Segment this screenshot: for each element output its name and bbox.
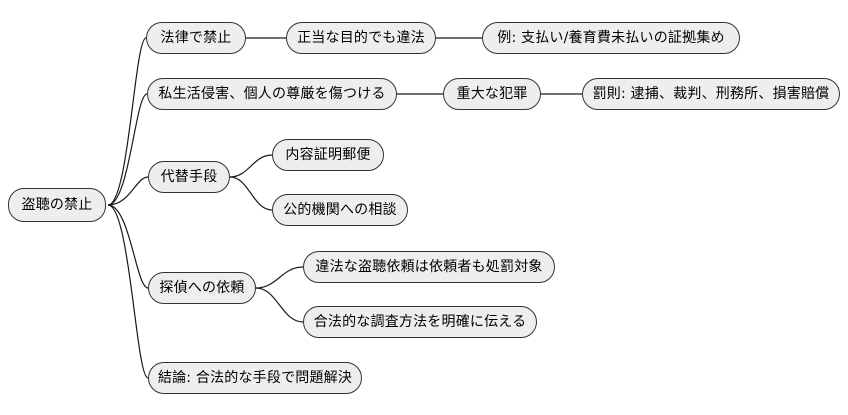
mindmap-node[interactable]: 探偵への依頼 [148, 272, 256, 304]
mindmap-node-label: 代替手段 [160, 169, 218, 185]
mindmap-edge [107, 37, 147, 206]
mindmap-node-label: 結論: 合法的な手段で問題解決 [157, 370, 353, 386]
mindmap-node-label: 罰則: 逮捕、裁判、刑務所、損害賠償 [592, 86, 830, 102]
mindmap-edge [229, 154, 273, 178]
mindmap-node[interactable]: 内容証明郵便 [272, 139, 384, 171]
mindmap-node[interactable]: 法律で禁止 [146, 22, 246, 54]
mindmap-node[interactable]: 重大な犯罪 [443, 78, 541, 110]
mindmap-node-label: 例: 支払い/養育費未払いの証拠集め [497, 30, 725, 46]
mindmap-edge [107, 93, 148, 206]
mindmap-root-node[interactable]: 盗聴の禁止 [8, 188, 106, 222]
mindmap-node-label: 公的機関への相談 [283, 202, 397, 218]
mindmap-edge [229, 176, 273, 211]
mindmap-node[interactable]: 合法的な調査方法を明確に伝える [303, 306, 537, 338]
mindmap-edge [255, 287, 304, 323]
mindmap-node-label: 内容証明郵便 [285, 147, 371, 163]
mindmap-node[interactable]: 代替手段 [148, 161, 230, 193]
mindmap-node-label: 正当な目的でも違法 [297, 30, 425, 46]
mindmap-edge [255, 266, 304, 289]
mindmap-node[interactable]: 正当な目的でも違法 [286, 22, 436, 54]
mindmap-edge [107, 204, 149, 379]
mindmap-node-label: 私生活侵害、個人の尊厳を傷つける [158, 86, 386, 102]
mindmap-edge [107, 176, 149, 206]
mindmap-node[interactable]: 罰則: 逮捕、裁判、刑務所、損害賠償 [582, 78, 840, 110]
mindmap-node-label: 合法的な調査方法を明確に伝える [313, 314, 527, 330]
mindmap-node-label: 盗聴の禁止 [21, 197, 93, 213]
mindmap-node[interactable]: 私生活侵害、個人の尊厳を傷つける [147, 78, 397, 110]
mindmap-node-label: 重大な犯罪 [456, 86, 528, 102]
mindmap-node-label: 違法な盗聴依頼は依頼者も処罰対象 [315, 259, 543, 275]
mindmap-node[interactable]: 違法な盗聴依頼は依頼者も処罰対象 [303, 251, 555, 283]
mindmap-edge [107, 204, 149, 289]
mindmap-node[interactable]: 例: 支払い/養育費未払いの証拠集め [482, 22, 740, 54]
mindmap-node-label: 法律で禁止 [160, 30, 232, 46]
mindmap-node[interactable]: 結論: 合法的な手段で問題解決 [148, 362, 362, 394]
mindmap-node[interactable]: 公的機関への相談 [272, 194, 408, 226]
mindmap-node-label: 探偵への依頼 [159, 280, 245, 296]
